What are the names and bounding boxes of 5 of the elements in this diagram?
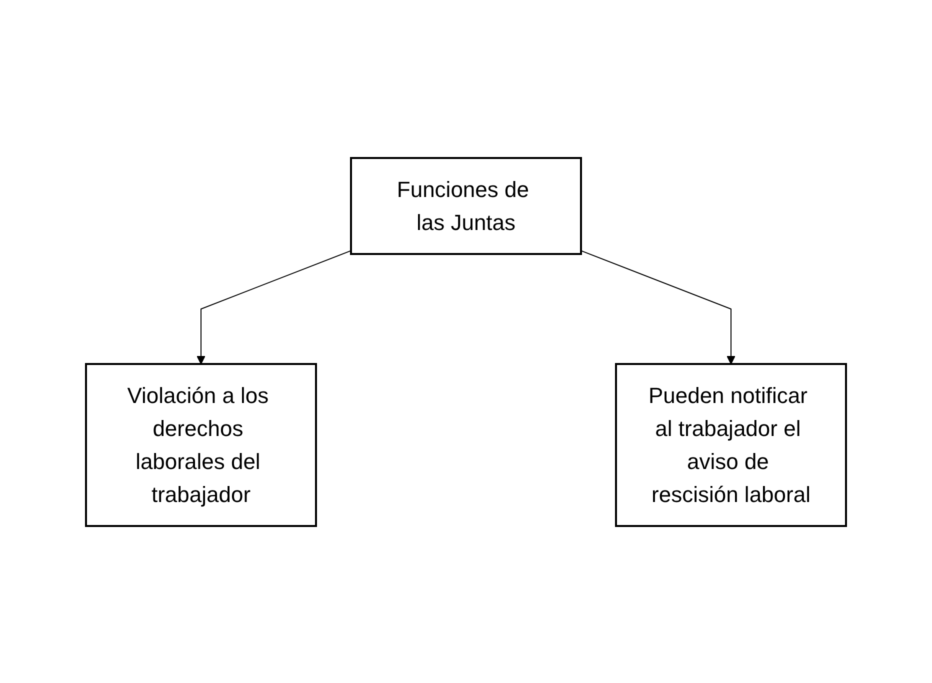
node-box: Violación a los derechos laborales del trabajador	[85, 362, 317, 526]
node-box: Funciones de las Juntas	[350, 156, 582, 254]
node-box: Pueden notificar al trabajador el aviso de rescisión laboral	[615, 362, 847, 526]
arrow	[196, 250, 352, 364]
arrow	[580, 250, 736, 364]
